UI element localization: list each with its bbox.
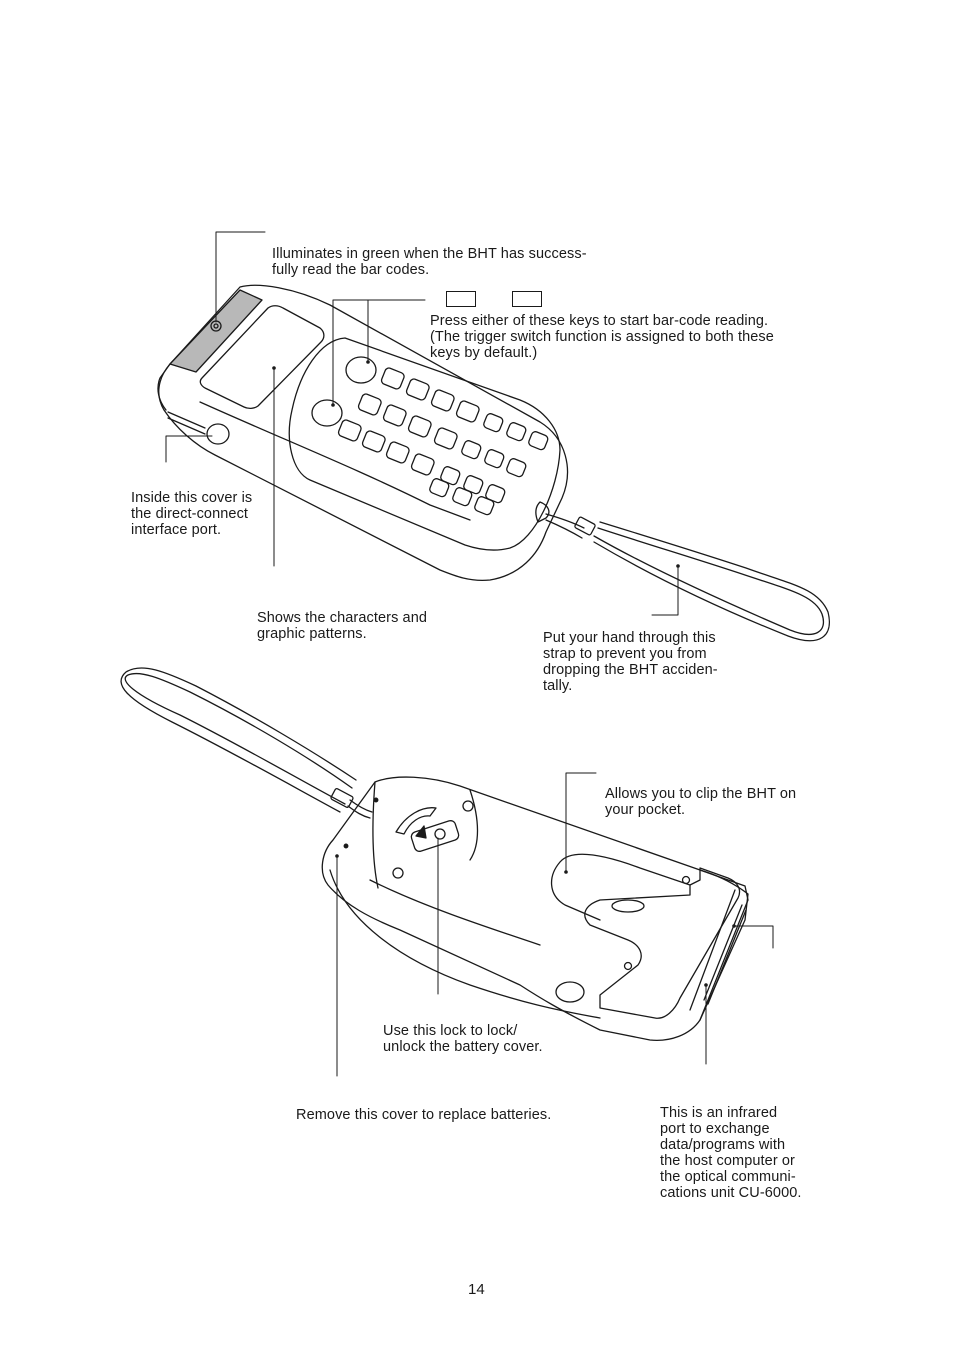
- trigger-key-left: [311, 399, 343, 427]
- trigger-key-label-box-left: [446, 291, 476, 307]
- front-view-device: [157, 284, 830, 642]
- callout-ir-port: This is an infrared port to exchange dat…: [660, 1105, 802, 1201]
- callout-battery-cover-lock: Use this lock to lock/ unlock the batter…: [383, 1023, 543, 1055]
- callout-indicator-led: Illuminates in green when the BHT has su…: [272, 246, 587, 278]
- callout-hand-strap: Put your hand through this strap to prev…: [543, 630, 718, 694]
- callout-belt-clip: Allows you to clip the BHT on your pocke…: [605, 786, 797, 818]
- keypad-keys: [337, 367, 549, 516]
- belt-clip: [550, 853, 741, 1019]
- hand-strap-front: [535, 501, 830, 642]
- vent-slot: [395, 807, 437, 835]
- back-view-device: [120, 667, 749, 1041]
- lcd-screen: [199, 305, 325, 410]
- hand-strap-back: [120, 667, 373, 819]
- clip-grip-icon: [611, 899, 645, 913]
- trigger-key-label-box-right: [512, 291, 542, 307]
- interface-port-cover: [206, 423, 230, 445]
- callout-trigger-keys: Press either of these keys to start bar-…: [430, 313, 774, 361]
- page-number: 14: [468, 1281, 485, 1298]
- leader-lines: [165, 231, 774, 1077]
- lock-icon: [434, 828, 446, 840]
- callout-interface-cover: Inside this cover is the direct-connect …: [131, 490, 253, 538]
- callout-lcd: Shows the characters and graphic pattern…: [257, 610, 428, 642]
- callout-battery-cover: Remove this cover to replace batteries.: [296, 1107, 552, 1123]
- trigger-key-right: [345, 356, 377, 384]
